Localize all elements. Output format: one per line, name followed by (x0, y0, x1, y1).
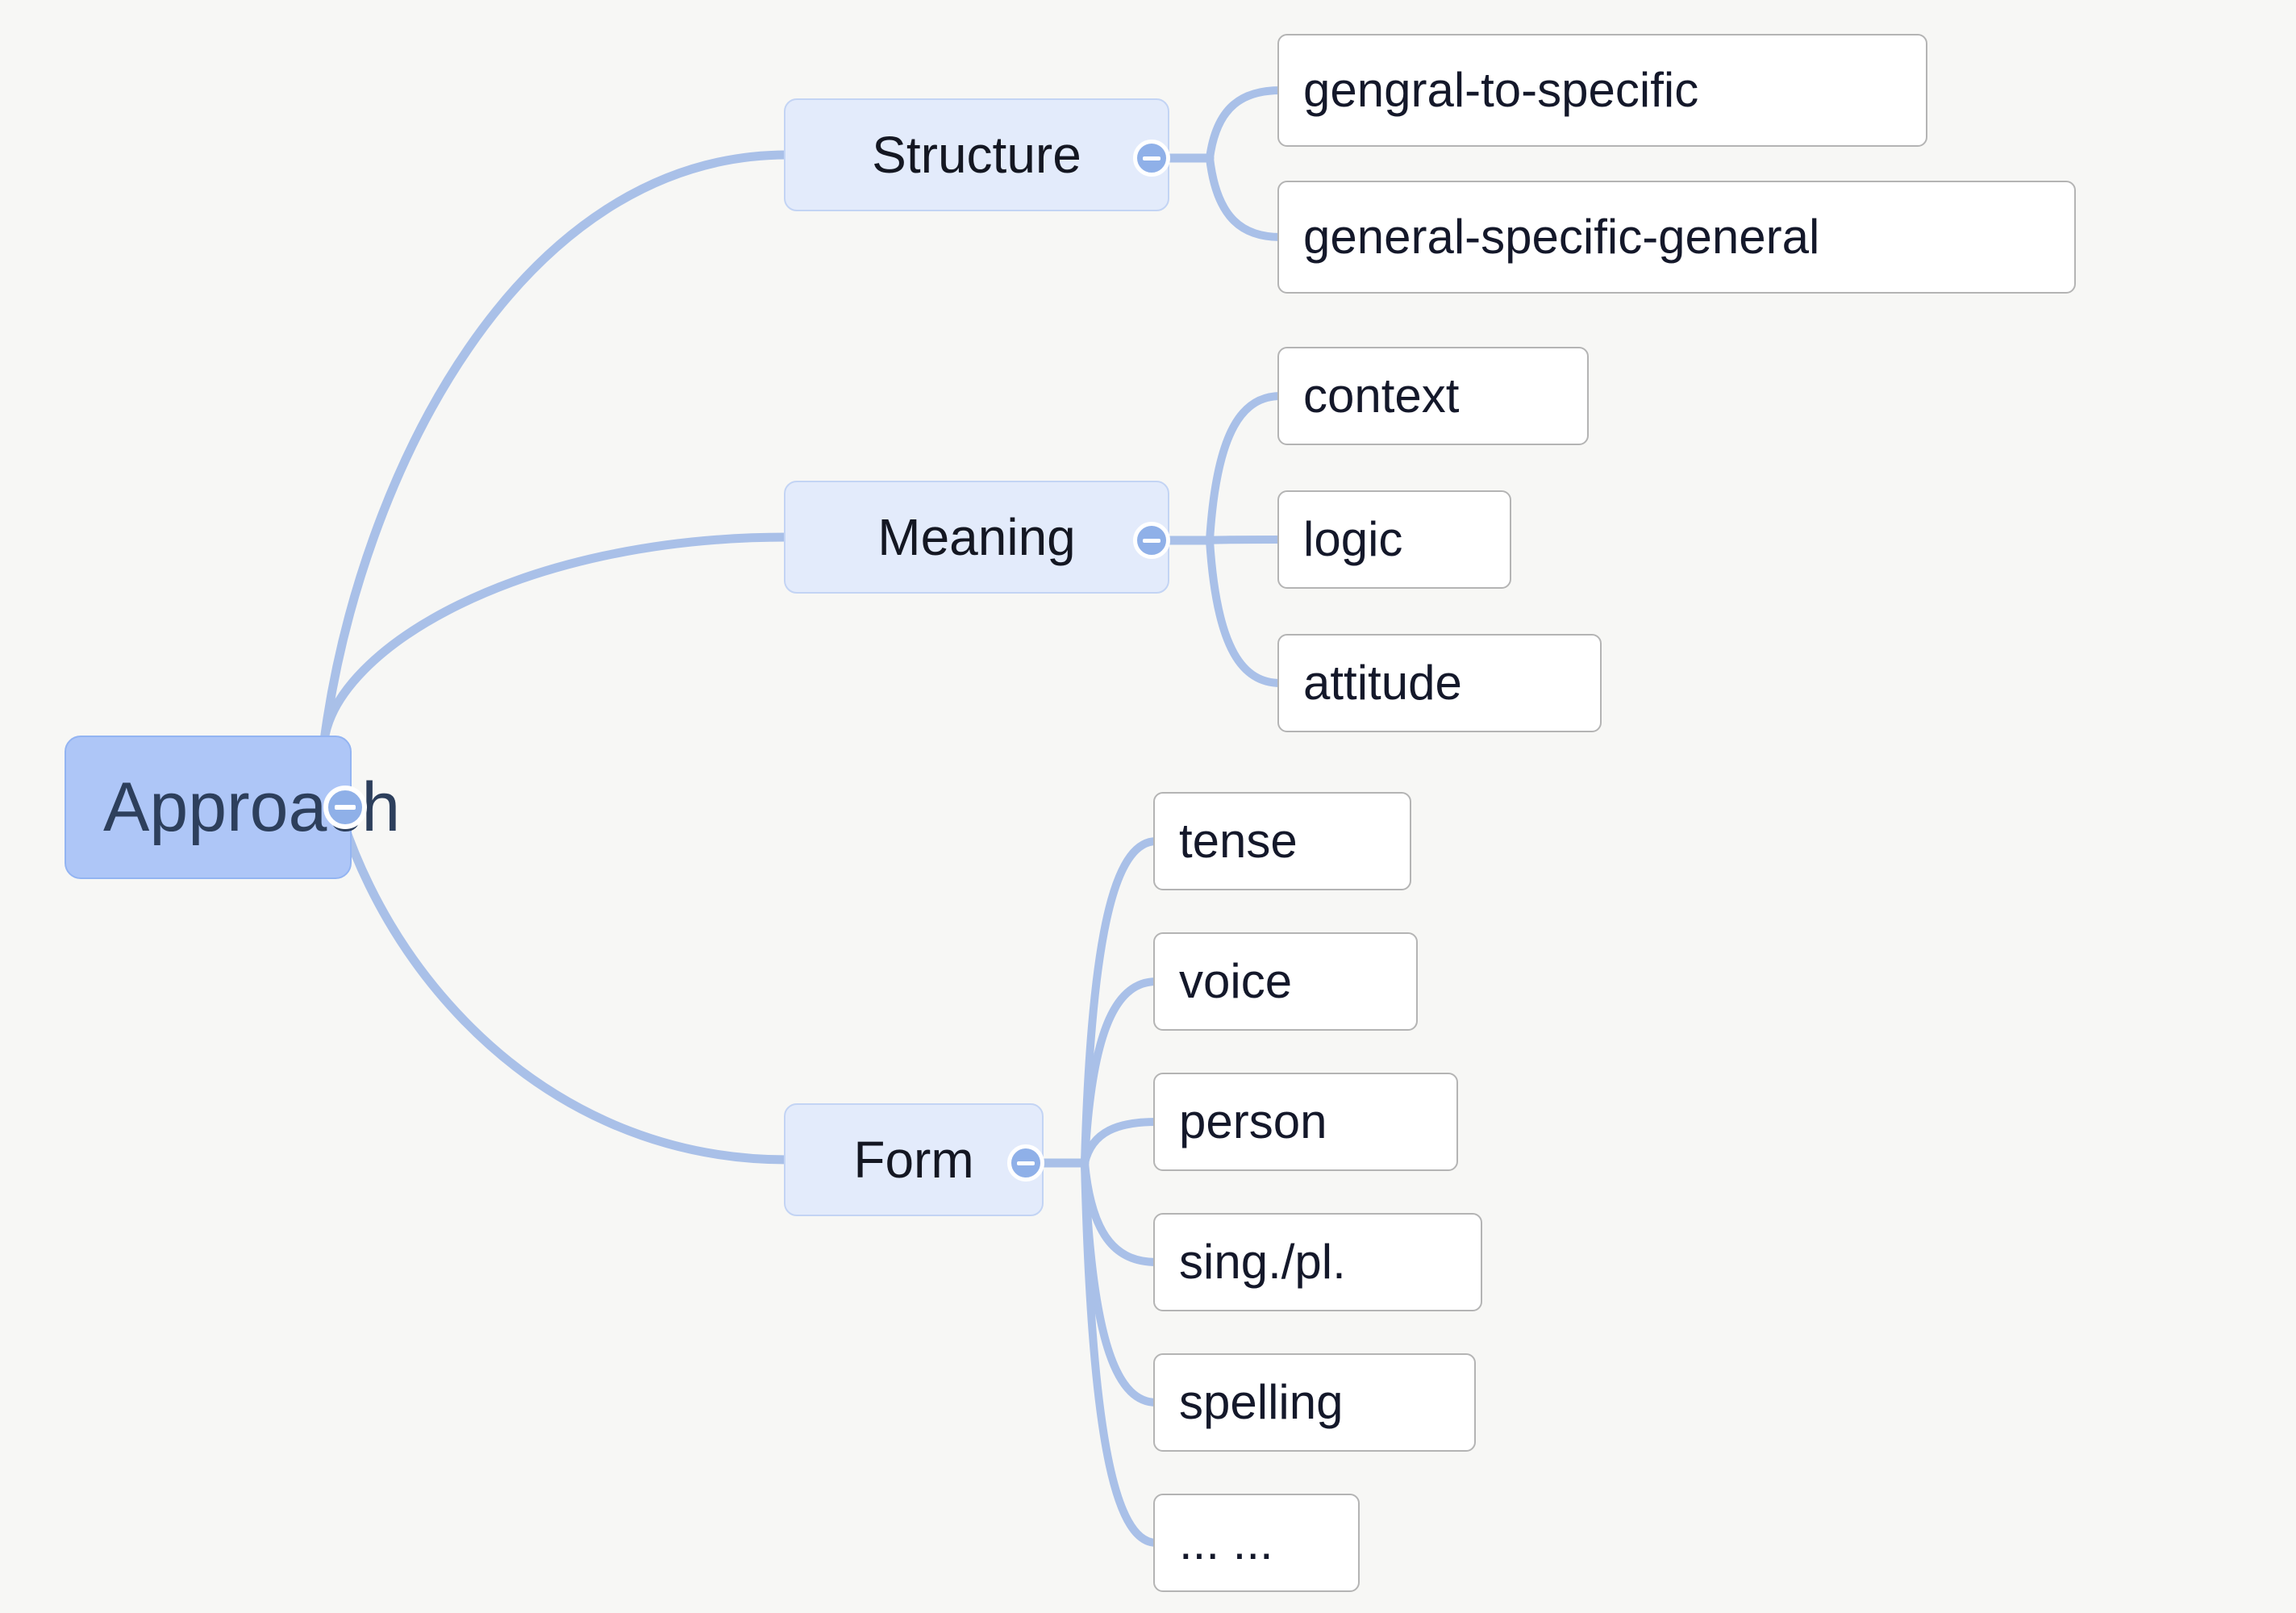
leaf-node-label: attitude (1303, 656, 1462, 710)
leaf-node-attitude[interactable]: attitude (1277, 634, 1602, 732)
minus-icon (335, 805, 356, 810)
root-node-approach[interactable]: Approach (65, 736, 400, 879)
connector-edge (1081, 977, 1161, 1167)
leaf-node-label: general-specific-general (1303, 210, 1820, 264)
leaf-node-label: spelling (1179, 1375, 1344, 1429)
leaf-node-tense[interactable]: tense (1153, 792, 1411, 890)
leaf-node-label: person (1179, 1094, 1327, 1148)
leaf-node-general-specific-general[interactable]: general-specific-general (1277, 181, 2076, 294)
connector-edge (1206, 536, 1285, 687)
leaf-node-sing-pl[interactable]: sing./pl. (1153, 1213, 1482, 1311)
connector-edge (1081, 1159, 1161, 1547)
leaf-node-label: voice (1179, 954, 1293, 1008)
leaf-node-logic[interactable]: logic (1277, 490, 1511, 589)
minus-icon (1017, 1161, 1035, 1165)
branch-node-form[interactable]: Form (784, 1103, 1044, 1216)
connector-edge (1081, 1159, 1161, 1266)
branch-node-label: Meaning (877, 508, 1076, 566)
leaf-node-gengral-to-specific[interactable]: gengral-to-specific (1277, 34, 1927, 147)
leaf-node-label: logic (1303, 512, 1403, 566)
branch-node-label: Structure (872, 126, 1081, 184)
root-collapse-toggle[interactable] (323, 786, 367, 829)
form-collapse-toggle[interactable] (1007, 1144, 1044, 1182)
leaf-node-person[interactable]: person (1153, 1073, 1458, 1171)
connector-edge (1081, 1118, 1161, 1167)
leaf-node-ellipsis[interactable]: ... ... (1153, 1494, 1360, 1592)
connector-edge (319, 532, 792, 745)
leaf-node-voice[interactable]: voice (1153, 932, 1418, 1031)
leaf-node-label: sing./pl. (1179, 1235, 1346, 1289)
connector-edge (1081, 1159, 1161, 1407)
branch-node-meaning[interactable]: Meaning (784, 481, 1169, 594)
leaf-node-label: ... ... (1179, 1515, 1273, 1569)
connector-edge (1206, 392, 1285, 544)
leaf-node-context[interactable]: context (1277, 347, 1589, 445)
leaf-node-spelling[interactable]: spelling (1153, 1353, 1476, 1452)
branch-node-label: Form (853, 1131, 974, 1189)
connector-edge (1206, 86, 1285, 162)
connector-edge (1206, 154, 1285, 241)
minus-icon (1143, 538, 1161, 543)
branch-node-structure[interactable]: Structure (784, 98, 1169, 211)
leaf-node-label: gengral-to-specific (1303, 63, 1699, 117)
meaning-collapse-toggle[interactable] (1133, 522, 1170, 559)
leaf-node-label: context (1303, 369, 1460, 423)
minus-icon (1143, 156, 1161, 160)
leaf-node-label: tense (1179, 814, 1298, 868)
connector-edge (319, 150, 792, 745)
structure-collapse-toggle[interactable] (1133, 140, 1170, 177)
connector-edge (1081, 837, 1161, 1167)
